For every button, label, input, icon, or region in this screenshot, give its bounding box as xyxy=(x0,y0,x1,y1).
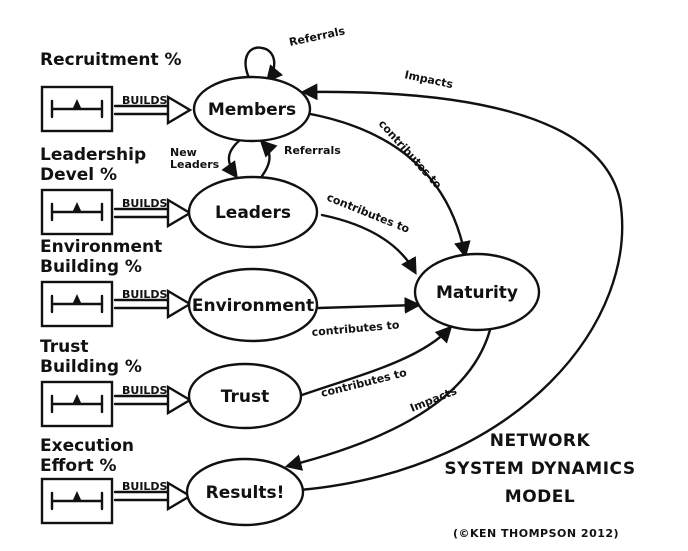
input-label-execution-2: Effort % xyxy=(40,456,117,476)
title-line-1: NETWORK xyxy=(490,431,591,451)
builds-label: BUILDS xyxy=(122,288,168,301)
builds-label: BUILDS xyxy=(122,197,168,210)
input-environment: Environment Building % BUILDS xyxy=(40,237,193,328)
node-results: Results! xyxy=(185,457,305,527)
slider-thumb-icon[interactable] xyxy=(72,294,82,305)
node-results-label: Results! xyxy=(206,483,285,503)
builds-label: BUILDS xyxy=(122,480,168,493)
node-leaders: Leaders xyxy=(187,175,319,249)
node-maturity: Maturity xyxy=(413,252,541,332)
node-leaders-label: Leaders xyxy=(215,203,291,223)
input-recruitment: Recruitment % BUILDS xyxy=(40,50,193,133)
input-label-environment-2: Building % xyxy=(40,257,142,277)
node-environment-label: Environment xyxy=(192,296,314,316)
node-members-label: Members xyxy=(208,100,296,120)
edge-label-new-leaders-1: New xyxy=(170,146,197,159)
slider-trust[interactable] xyxy=(40,380,114,428)
arrow-environment-to-maturity xyxy=(316,297,422,314)
edge-label-maturity-to-results: Impacts xyxy=(408,384,459,415)
edge-label-members-self: Referrals xyxy=(288,24,347,49)
input-trust: Trust Building % BUILDS xyxy=(40,337,193,428)
input-label-environment-1: Environment xyxy=(40,237,162,257)
input-leadership: Leadership Devel % BUILDS xyxy=(40,145,193,236)
slider-thumb-icon[interactable] xyxy=(72,394,82,405)
slider-thumb-icon[interactable] xyxy=(72,99,82,110)
edge-label-environment-to-maturity: contributes to xyxy=(311,318,400,339)
node-trust-label: Trust xyxy=(221,387,269,407)
arrow-maturity-to-results xyxy=(284,328,492,471)
arrow-members-to-maturity xyxy=(303,111,471,259)
input-label-trust-2: Building % xyxy=(40,357,142,377)
title-line-2: SYSTEM DYNAMICS xyxy=(444,459,635,479)
arrow-leaders-to-maturity xyxy=(320,213,417,275)
input-label-leadership-1: Leadership xyxy=(40,145,146,165)
title-line-3: MODEL xyxy=(505,487,575,507)
edge-label-trust-to-maturity: contributes to xyxy=(320,366,409,400)
slider-leadership[interactable] xyxy=(40,188,114,236)
arrow-members-self xyxy=(244,46,284,83)
edge-label-members-to-maturity: contributes to xyxy=(376,117,445,191)
node-environment: Environment xyxy=(187,267,319,343)
builds-label: BUILDS xyxy=(122,384,168,397)
node-members: Members xyxy=(192,75,312,143)
slider-thumb-icon[interactable] xyxy=(72,491,82,502)
node-maturity-label: Maturity xyxy=(436,283,518,303)
slider-thumb-icon[interactable] xyxy=(72,202,82,213)
arrow-leaders-to-members xyxy=(259,139,278,178)
arrow-trust-to-maturity xyxy=(300,325,453,397)
title-block: NETWORK SYSTEM DYNAMICS MODEL (©KEN THOM… xyxy=(444,431,635,540)
edge-label-new-leaders-2: Leaders xyxy=(170,158,220,171)
node-trust: Trust xyxy=(187,362,303,430)
slider-recruitment[interactable] xyxy=(40,85,114,133)
input-label-trust-1: Trust xyxy=(40,337,88,357)
builds-label: BUILDS xyxy=(122,94,168,107)
slider-execution[interactable] xyxy=(40,477,114,525)
input-execution: Execution Effort % BUILDS xyxy=(40,436,193,525)
arrow-results-to-members xyxy=(298,83,624,492)
input-label-execution-1: Execution xyxy=(40,436,134,456)
arrow-members-to-leaders xyxy=(221,138,242,179)
copyright-text: (©KEN THOMPSON 2012) xyxy=(453,527,619,540)
input-label-leadership-2: Devel % xyxy=(40,165,117,185)
input-label-recruitment: Recruitment % xyxy=(40,50,182,70)
slider-environment[interactable] xyxy=(40,280,114,328)
edge-label-leaders-to-members: Referrals xyxy=(284,144,341,157)
edge-label-results-to-members: Impacts xyxy=(403,68,454,91)
